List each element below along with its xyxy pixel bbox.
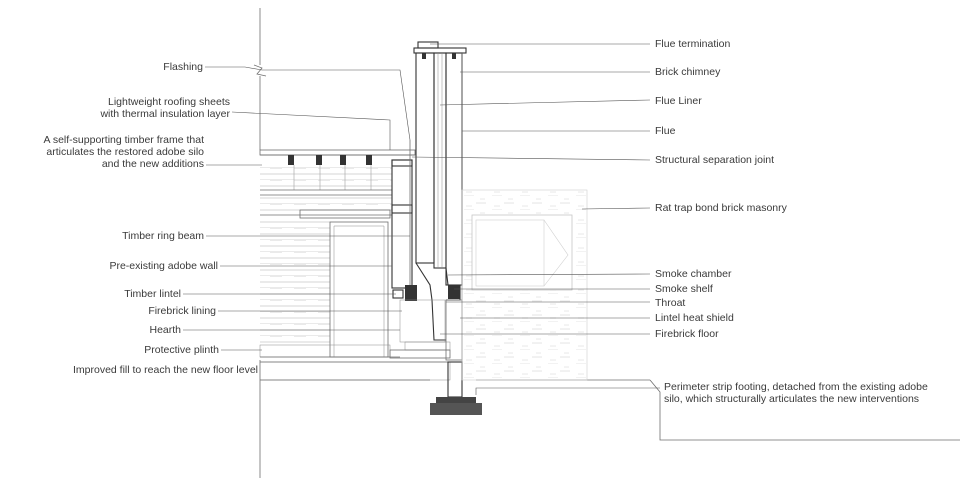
label-brick-chimney: Brick chimney [655,66,721,78]
label-throat: Throat [655,297,685,309]
label-flashing: Flashing [163,61,203,73]
label-flue-liner: Flue Liner [655,95,702,107]
label-fill: Improved fill to reach the new floor lev… [73,364,258,376]
ground [259,361,960,478]
label-smoke-chamber: Smoke chamber [655,268,732,280]
roof-structure [259,149,416,191]
interior-wall [259,194,400,358]
label-smoke-shelf: Smoke shelf [655,283,713,295]
label-plinth: Protective plinth [144,344,219,356]
label-hearth: Hearth [149,324,181,336]
label-lintel: Timber lintel [124,288,181,300]
label-firebrick-floor: Firebrick floor [655,328,719,340]
strip-footing [430,361,482,415]
chimney [409,41,467,380]
adobe-wall [391,159,413,289]
label-separation-joint: Structural separation joint [655,154,774,166]
label-lintel-shield: Lintel heat shield [655,312,734,324]
label-strip-footing: Perimeter strip footing, detached from t… [664,381,928,405]
leaders-left [183,66,411,351]
label-flue-termination: Flue termination [655,38,730,50]
leaders-right [411,43,660,395]
firebox [389,262,463,361]
rat-trap-masonry [461,189,588,381]
label-flue: Flue [655,125,676,137]
label-rat-trap: Rat trap bond brick masonry [655,202,788,214]
label-adobe-wall: Pre-existing adobe wall [109,260,218,272]
label-ring-beam: Timber ring beam [122,230,204,242]
label-firebrick-lining: Firebrick lining [148,305,216,317]
